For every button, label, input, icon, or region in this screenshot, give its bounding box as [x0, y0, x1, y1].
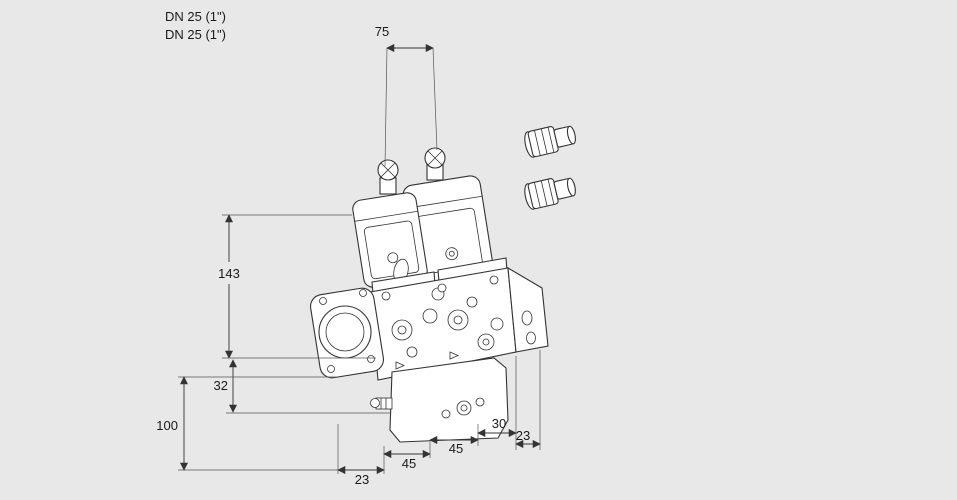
dim-label-100: 100: [156, 418, 178, 433]
dim-label-45-first: 45: [402, 456, 416, 471]
dimension-height-100: 100: [156, 376, 338, 471]
dim-label-32: 32: [214, 378, 228, 393]
dim-label-30: 30: [492, 416, 506, 431]
test-nipple: [370, 397, 393, 410]
flow-direction-arrow: [395, 361, 405, 370]
dim-label-143: 143: [218, 266, 240, 281]
dimension-height-143: 143: [218, 214, 376, 359]
dim-label-75: 75: [375, 24, 389, 39]
flow-direction-arrow: [449, 351, 459, 360]
pipe-fitting-upper: [524, 125, 576, 158]
pipe-size-line-1: DN 25 (1"): [165, 9, 226, 24]
dimension-height-32: 32: [214, 359, 390, 414]
actuator-cap-right: [424, 147, 446, 181]
dimension-bottom-chain: 23 45 45: [337, 424, 479, 487]
dim-label-23-right: 23: [516, 428, 530, 443]
dimension-top-width: 75: [375, 24, 438, 167]
pipe-size-line-2: DN 25 (1"): [165, 27, 226, 42]
dimension-depth-chain: 30 23: [477, 350, 541, 450]
dim-label-45-second: 45: [449, 441, 463, 456]
actuator-cap-left: [377, 159, 399, 195]
inlet-flange: [310, 287, 384, 379]
solenoid-actuator-left: [352, 192, 428, 288]
pipe-fitting-lower: [524, 177, 576, 210]
dim-label-23-bottom: 23: [355, 472, 369, 487]
valve-body: [369, 257, 549, 381]
